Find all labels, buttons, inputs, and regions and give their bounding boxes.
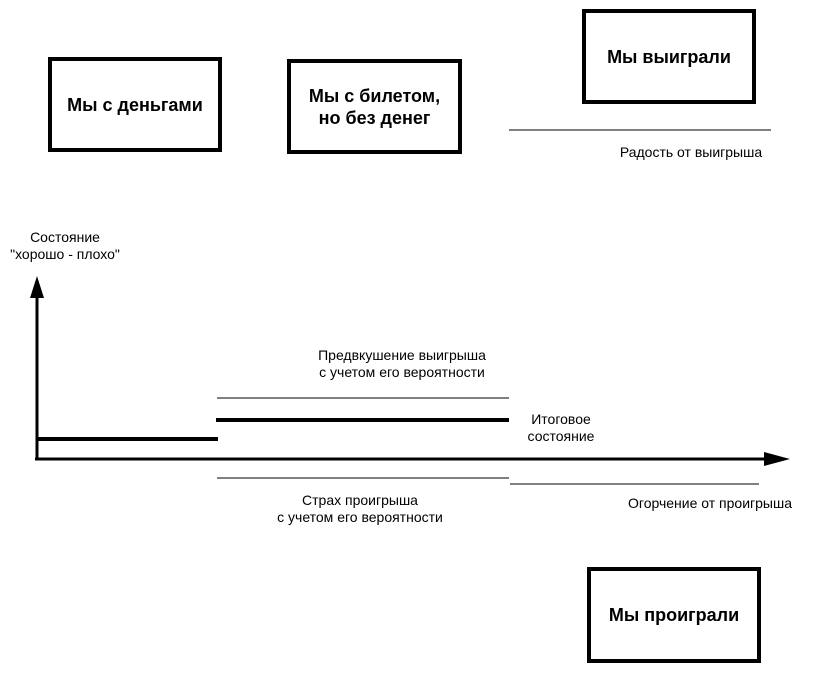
- grief-of-losing-label: Огорчение от проигрыша: [628, 495, 792, 511]
- horizontal-axis-arrow-icon: [764, 452, 790, 466]
- box-with-ticket-text: Мы с билетом, но без денег: [308, 85, 441, 128]
- vertical-axis-arrow-icon: [30, 276, 44, 298]
- state-axis-label: Состояние "хорошо - плохо": [10, 229, 120, 262]
- joy-of-winning-label: Радость от выигрыша: [619, 144, 763, 160]
- box-with-money: Мы с деньгами: [48, 57, 222, 152]
- box-we-won: Мы выиграли: [582, 9, 756, 104]
- box-with-ticket: Мы с билетом, но без денег: [287, 59, 462, 154]
- final-state-label: Итоговое состояние: [527, 411, 595, 444]
- box-we-lost: Мы проиграли: [587, 567, 761, 663]
- box-with-money-text: Мы с деньгами: [67, 94, 203, 115]
- box-we-won-text: Мы выиграли: [607, 46, 731, 67]
- anticipation-label: Предвкушение выигрыша с учетом его вероя…: [318, 347, 486, 380]
- fear-of-losing-label: Страх проигрыша с учетом его вероятности: [277, 492, 443, 525]
- box-we-lost-text: Мы проиграли: [608, 605, 740, 625]
